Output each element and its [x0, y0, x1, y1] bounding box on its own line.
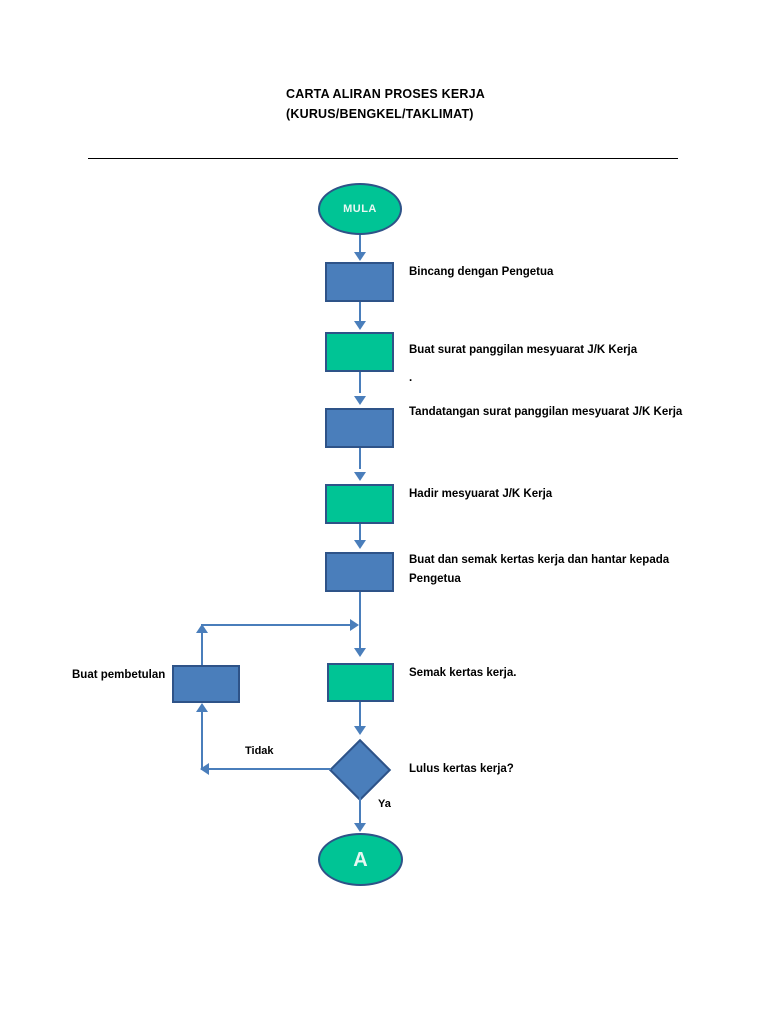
- node-decision-label: Lulus kertas kerja?: [409, 763, 514, 775]
- node-rework[interactable]: [172, 665, 240, 703]
- connector-step3-to-step4: [359, 448, 361, 469]
- node-rework-label: Buat pembetulan: [72, 669, 166, 681]
- stray-punctuation-mark: .: [409, 372, 413, 384]
- connector-step1-to-step2: [359, 302, 361, 323]
- connector-no-branch-horizontal: [209, 768, 331, 770]
- node-step-3[interactable]: [325, 408, 394, 448]
- page-title: CARTA ALIRAN PROSES KERJA (KURUS/BENGKEL…: [286, 84, 706, 124]
- connector-step4-to-step5: [359, 524, 361, 540]
- connector-no-branch-vertical: [201, 712, 203, 770]
- arrowhead-step2: [354, 321, 366, 330]
- arrowhead-yes-branch: [354, 823, 366, 832]
- node-step-6-label: Semak kertas kerja.: [409, 667, 517, 679]
- arrowhead-step4: [354, 472, 366, 481]
- connector-rework-return-horizontal: [201, 624, 356, 626]
- title-line-1: CARTA ALIRAN PROSES KERJA: [286, 87, 485, 101]
- node-step-2[interactable]: [325, 332, 394, 372]
- arrowhead-rework-up: [196, 624, 208, 633]
- connector-step5-to-step6: [359, 592, 361, 648]
- arrowhead-step6: [354, 648, 366, 657]
- node-step-6[interactable]: [327, 663, 394, 702]
- arrowhead-decision: [354, 726, 366, 735]
- node-step-3-label: Tandatangan surat panggilan mesyuarat J/…: [409, 406, 683, 418]
- node-step-5[interactable]: [325, 552, 394, 592]
- connector-start-to-step1: [359, 235, 361, 255]
- edge-label-ya: Ya: [378, 798, 391, 810]
- node-step-4[interactable]: [325, 484, 394, 524]
- arrowhead-step5: [354, 540, 366, 549]
- arrowhead-rework-return: [350, 619, 359, 631]
- edge-label-tidak: Tidak: [245, 745, 274, 757]
- header-divider: [88, 158, 678, 159]
- node-end-a[interactable]: A: [318, 833, 403, 886]
- arrowhead-into-rework: [196, 703, 208, 712]
- node-step-5-label: Buat dan semak kertas kerja dan hantar k…: [409, 554, 670, 585]
- title-line-2: (KURUS/BENGKEL/TAKLIMAT): [286, 107, 474, 121]
- node-step-1-label: Bincang dengan Pengetua: [409, 266, 554, 278]
- connector-step2-to-step3: [359, 372, 361, 393]
- connector-rework-up: [201, 632, 203, 667]
- node-decision[interactable]: [328, 738, 392, 802]
- node-end-label: A: [353, 848, 368, 871]
- connector-yes-branch: [359, 793, 361, 825]
- arrowhead-no-branch: [200, 763, 209, 775]
- node-step-4-label: Hadir mesyuarat J/K Kerja: [409, 488, 553, 500]
- arrowhead-step1: [354, 252, 366, 261]
- connector-step6-to-decision: [359, 702, 361, 726]
- node-start-label: MULA: [343, 202, 377, 215]
- node-step-1[interactable]: [325, 262, 394, 302]
- arrowhead-step3: [354, 396, 366, 405]
- node-step-2-label: Buat surat panggilan mesyuarat J/K Kerja: [409, 344, 638, 356]
- node-start-mula[interactable]: MULA: [318, 183, 402, 235]
